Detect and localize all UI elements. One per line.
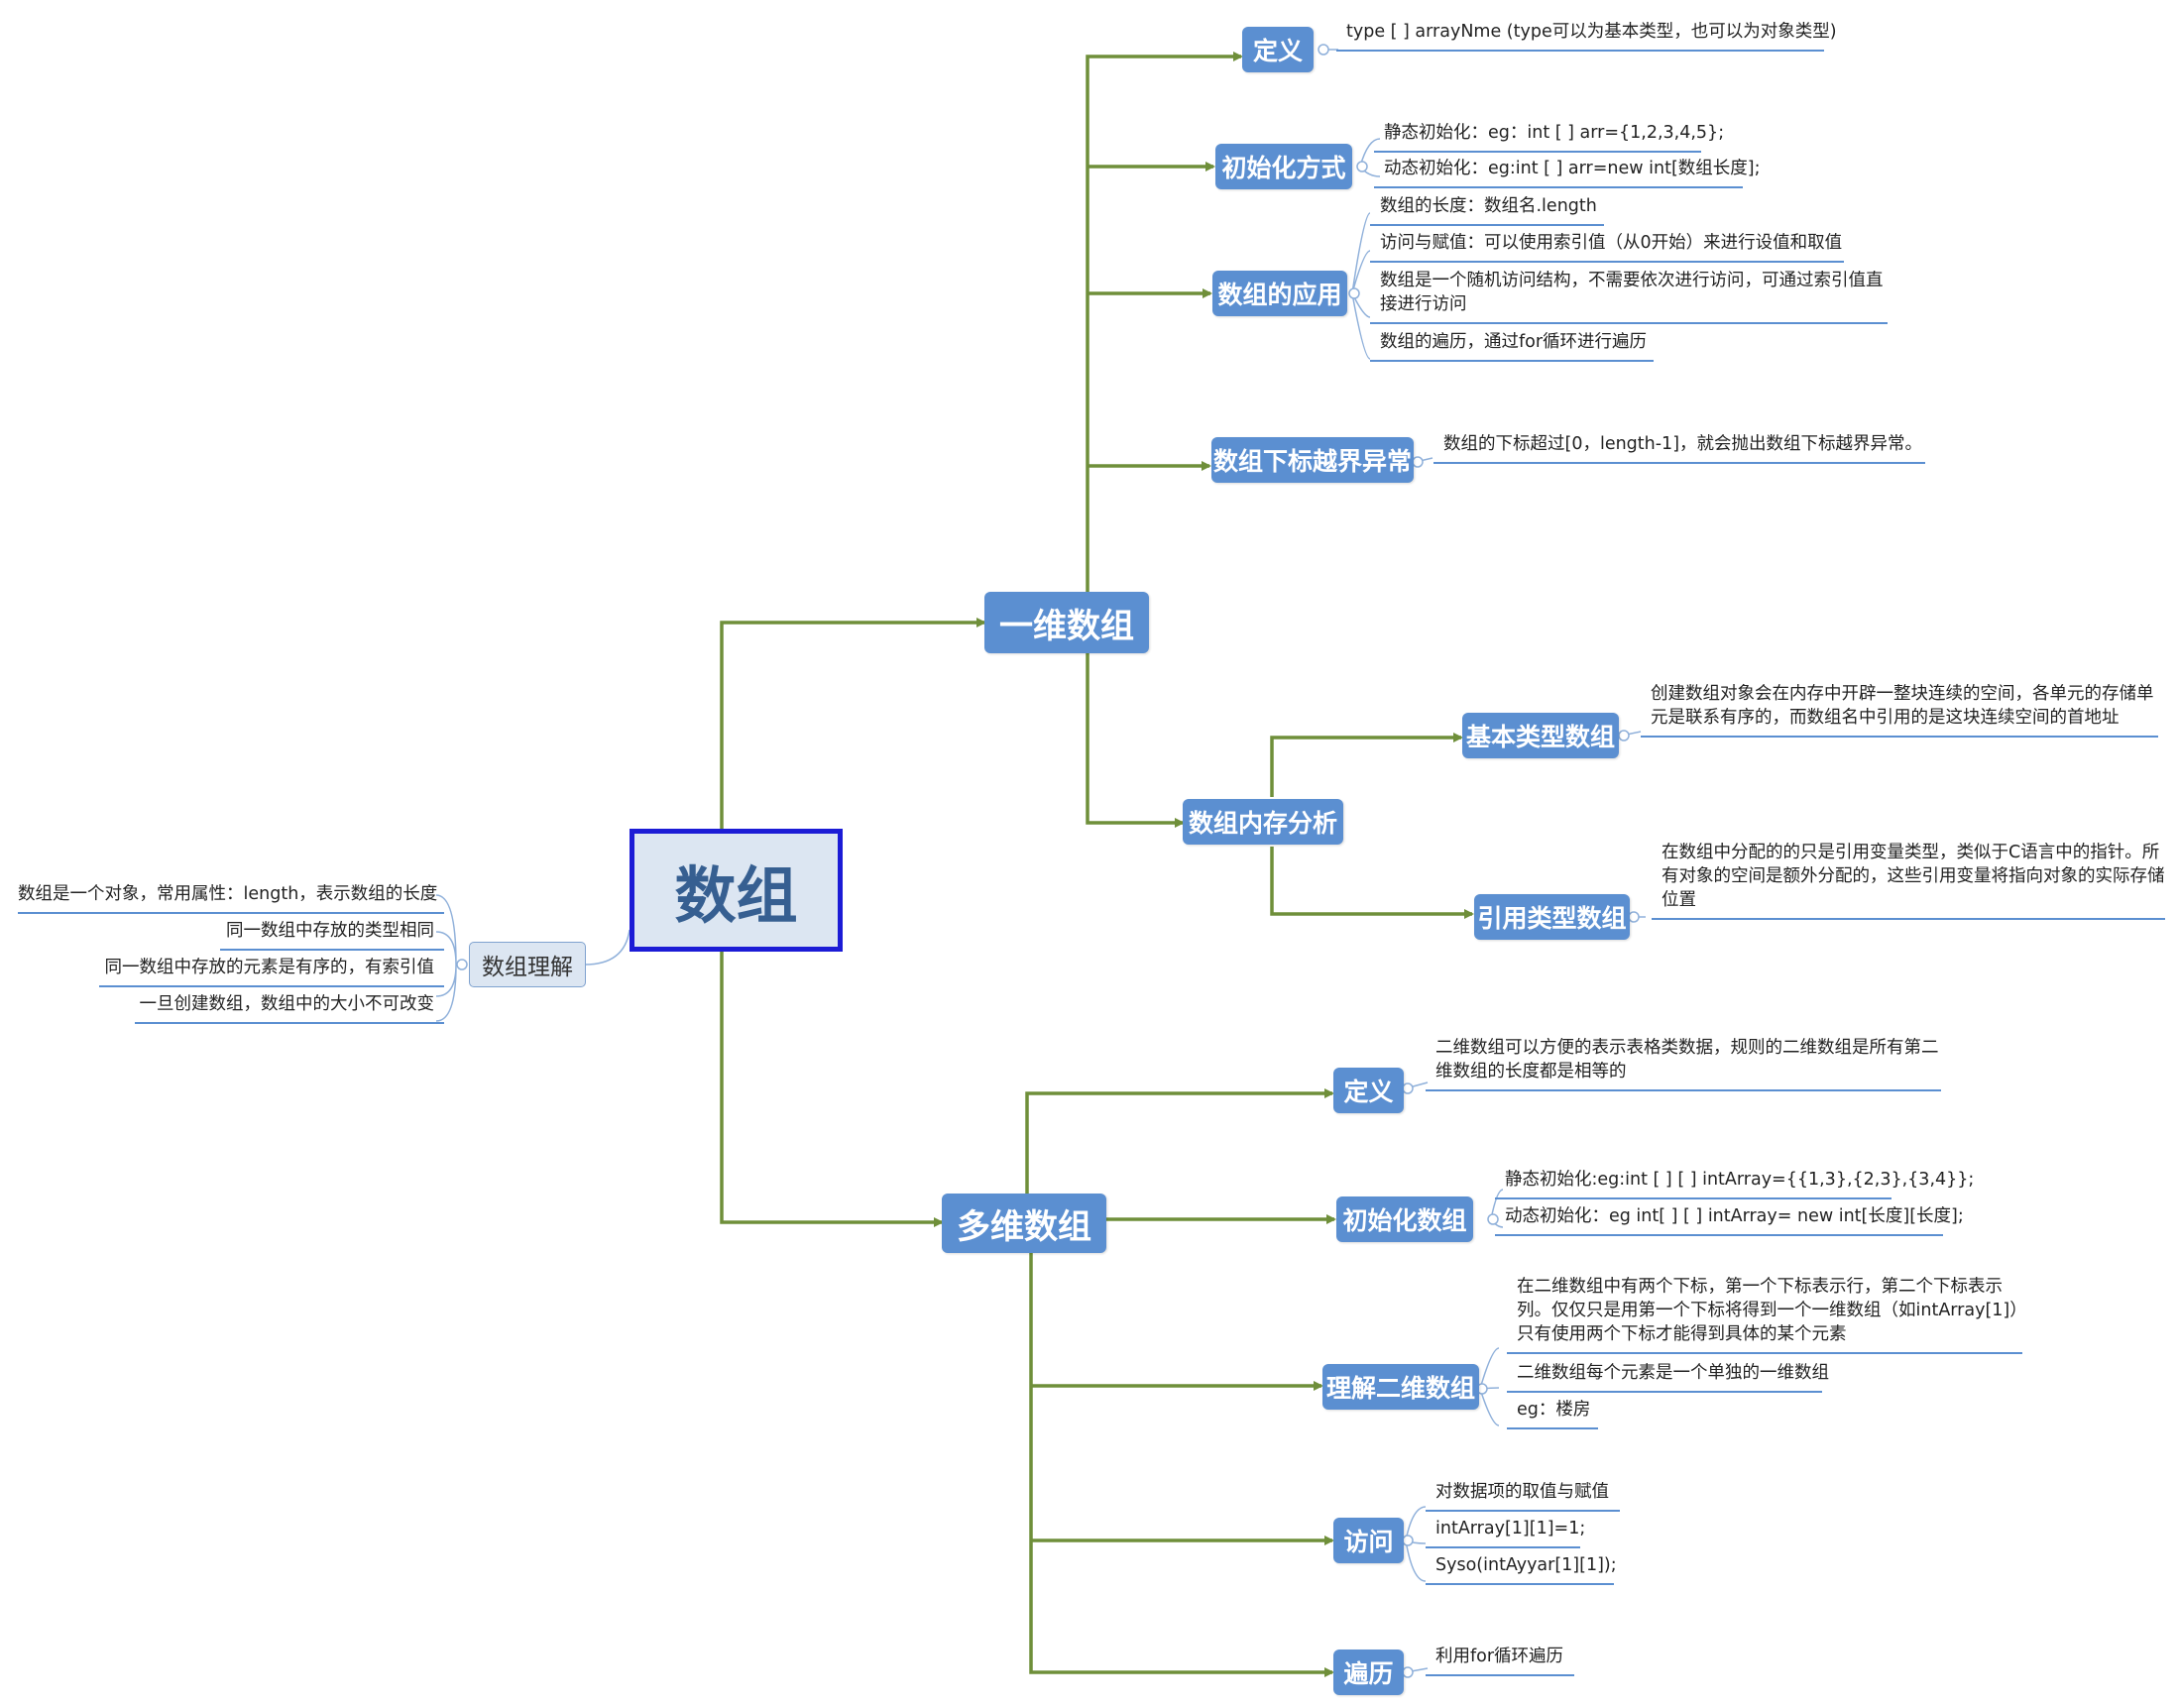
understand-2d-text: 在二维数组中有两个下标，第一个下标表示行，第二个下标表示列。仅仅只是用第一个下标… <box>1507 1275 2022 1354</box>
node-multi-dim-traverse[interactable]: 遍历 <box>1333 1650 1404 1695</box>
node-memory-analysis[interactable]: 数组内存分析 <box>1183 799 1343 845</box>
one-dim-usage-random: 数组是一个随机访问结构，不需要依次进行访问，可通过索引值直接进行访问 <box>1370 269 1888 324</box>
node-basic-type-array[interactable]: 基本类型数组 <box>1462 713 1619 758</box>
left-leaf: 同一数组中存放的类型相同 <box>220 919 444 951</box>
left-leaf: 数组是一个对象，常用属性：length，表示数组的长度 <box>18 882 444 914</box>
node-multi-dim-access[interactable]: 访问 <box>1333 1518 1404 1563</box>
connector-one-dim <box>720 618 986 830</box>
node-multi-dim-init[interactable]: 初始化数组 <box>1336 1196 1473 1242</box>
node-array-understanding[interactable]: 数组理解 <box>469 942 586 987</box>
node-one-dim-init[interactable]: 初始化方式 <box>1215 144 1352 189</box>
left-leaf: 同一数组中存放的元素是有序的，有索引值 <box>99 956 444 987</box>
node-one-dim-exception[interactable]: 数组下标越界异常 <box>1211 437 1414 483</box>
multi-dim-init-static: 静态初始化:eg:int [ ] [ ] intArray={{1,3},{2,… <box>1495 1168 1974 1199</box>
multi-dim-access-assign: intArray[1][1]=1; <box>1426 1517 1585 1548</box>
multi-dim-definition-text: 二维数组可以方便的表示表格类数据，规则的二维数组是所有第二维数组的长度都是相等的 <box>1426 1036 1941 1091</box>
reference-type-array-text: 在数组中分配的的只是引用变量类型，类似于C语言中的指针。所有对象的空间是额外分配… <box>1652 841 2165 920</box>
one-dim-usage-traverse: 数组的遍历，通过for循环进行遍历 <box>1370 330 1654 362</box>
node-one-dim-usage[interactable]: 数组的应用 <box>1212 271 1347 316</box>
basic-type-array-text: 创建数组对象会在内存中开辟一整块连续的空间，各单元的存储单元是联系有序的，而数组… <box>1641 682 2158 738</box>
multi-dim-traverse-text: 利用for循环遍历 <box>1426 1645 1574 1676</box>
node-multi-dim-definition[interactable]: 定义 <box>1333 1068 1404 1113</box>
left-leaf: 一旦创建数组，数组中的大小不可改变 <box>135 992 444 1024</box>
one-dim-exception-text: 数组的下标超过[0，length-1]，就会抛出数组下标越界异常。 <box>1433 432 1925 464</box>
multi-dim-access-desc: 对数据项的取值与赋值 <box>1426 1480 1620 1512</box>
connector-multi-dim <box>720 952 944 1227</box>
node-understand-2d[interactable]: 理解二维数组 <box>1322 1364 1479 1410</box>
node-reference-type-array[interactable]: 引用类型数组 <box>1474 894 1630 940</box>
node-one-dim-definition[interactable]: 定义 <box>1242 27 1314 72</box>
central-topic[interactable]: 数组 <box>630 829 843 952</box>
understand-2d-element: 二维数组每个元素是一个单独的一维数组 <box>1507 1361 1829 1393</box>
node-multi-dim-array[interactable]: 多维数组 <box>942 1194 1106 1253</box>
multi-dim-init-dynamic: 动态初始化：eg int[ ] [ ] intArray= new int[长度… <box>1495 1204 1964 1236</box>
one-dim-usage-access: 访问与赋值：可以使用索引值（从0开始）来进行设值和取值 <box>1370 231 1844 263</box>
one-dim-definition-text: type [ ] arrayNme (type可以为基本类型，也可以为对象类型) <box>1336 20 1837 52</box>
multi-dim-access-print: Syso(intAyyar[1][1]); <box>1426 1553 1617 1585</box>
one-dim-init-static: 静态初始化：eg：int [ ] arr={1,2,3,4,5}; <box>1374 121 1724 153</box>
node-one-dim-array[interactable]: 一维数组 <box>984 592 1149 653</box>
one-dim-usage-length: 数组的长度：数组名.length <box>1370 194 1604 226</box>
one-dim-init-dynamic: 动态初始化：eg:int [ ] arr=new int[数组长度]; <box>1374 157 1761 188</box>
understand-2d-example: eg：楼房 <box>1507 1398 1598 1429</box>
